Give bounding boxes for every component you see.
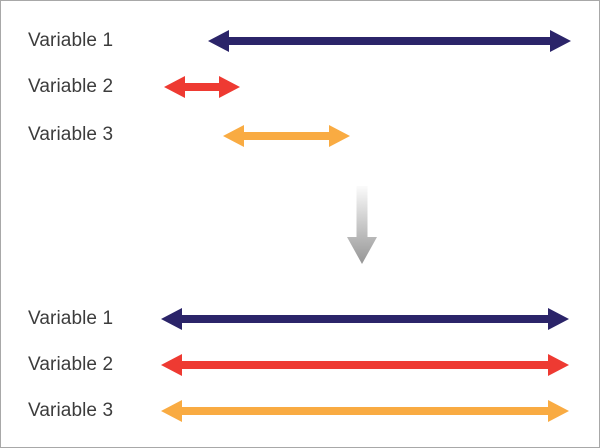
transition-down-arrow-icon [347,186,377,264]
bottom-label-variable-1: Variable 1 [28,308,114,329]
bottom-label-variable-3: Variable 3 [28,400,114,421]
before-arrow-2 [164,76,240,98]
top-label-variable-3: Variable 3 [28,124,114,145]
before-arrow-3 [223,125,350,147]
bottom-panel-arrows [161,308,569,422]
after-arrow-2 [161,354,569,376]
after-arrow-1 [161,308,569,330]
top-label-variable-1: Variable 1 [28,30,114,51]
before-arrow-1 [208,30,571,52]
after-arrow-3 [161,400,569,422]
top-panel-arrows [164,30,571,147]
bottom-label-variable-2: Variable 2 [28,354,114,375]
transition-arrow [347,186,377,264]
top-label-variable-2: Variable 2 [28,76,114,97]
